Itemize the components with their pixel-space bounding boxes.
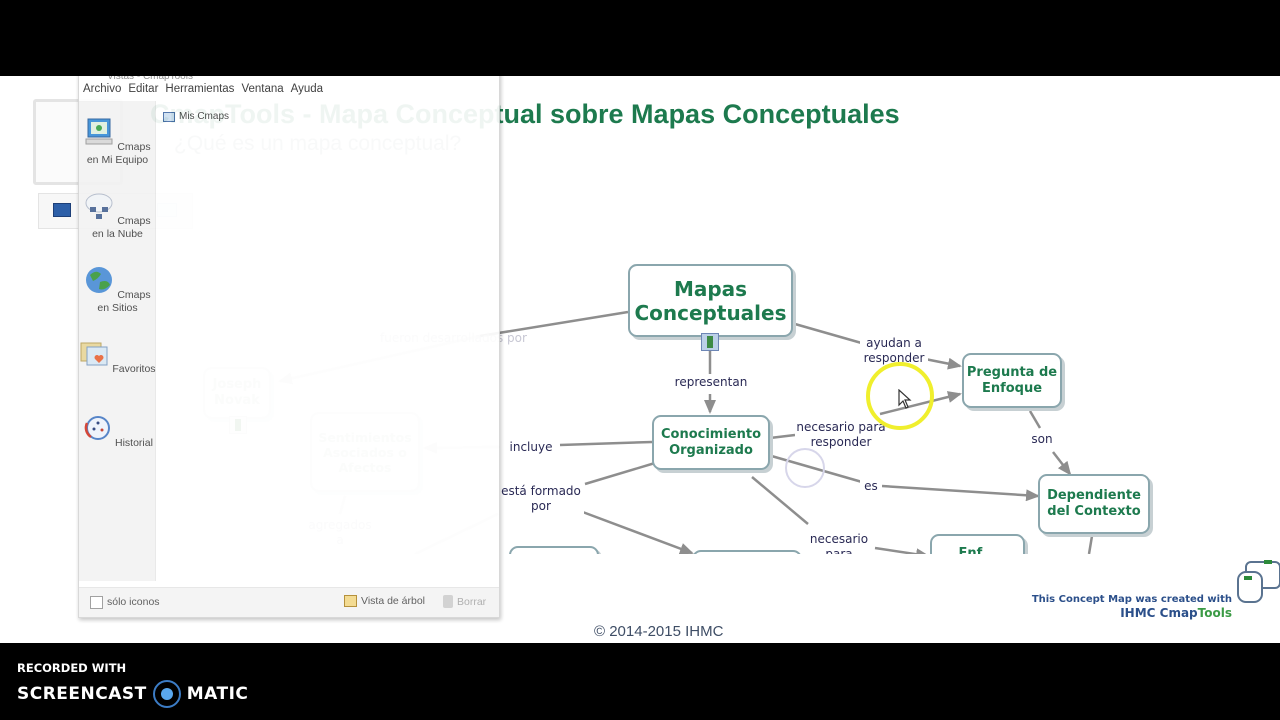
- delete-button[interactable]: Borrar: [443, 595, 486, 608]
- present-icon[interactable]: [53, 203, 71, 217]
- sidebar-item-nube[interactable]: Cmaps en la Nube: [79, 191, 156, 241]
- tree-view-label: Vista de árbol: [361, 595, 426, 607]
- screen-bottom-letterbox: [0, 643, 1280, 720]
- brand-screencast: SCREENCAST: [17, 684, 147, 704]
- tree-view-icon: [344, 595, 357, 607]
- menu-bar: Archivo Editar Herramientas Ventana Ayud…: [83, 83, 323, 95]
- computer-icon: [85, 118, 113, 145]
- cursor-highlight: [866, 362, 934, 430]
- video-resource-icon[interactable]: [701, 333, 719, 351]
- sidebar-label: Historial: [114, 437, 153, 449]
- cloud-icon: [85, 193, 113, 219]
- tree-item-label: Mis Cmaps: [179, 111, 230, 122]
- screen-top-letterbox: [0, 0, 1280, 76]
- credit-brand: IHMC Cmap: [1120, 606, 1198, 620]
- sidebar-label: Cmaps en Sitios: [97, 289, 151, 315]
- credit-brand-tools: Tools: [1197, 606, 1232, 620]
- sidebar-label: Favoritos: [112, 363, 156, 375]
- concept-partial-bottom-left[interactable]: [509, 546, 599, 554]
- concept-mapas-conceptuales[interactable]: Mapas Conceptuales: [628, 264, 793, 337]
- link-representan[interactable]: representan: [670, 375, 752, 390]
- cmaptools-credit[interactable]: This Concept Map was created with IHMC C…: [1032, 593, 1232, 622]
- link-necesario-para-responder[interactable]: necesario para responder: [795, 420, 887, 450]
- brand-matic: MATIC: [186, 684, 249, 704]
- sidebar-label: Cmaps en la Nube: [92, 215, 151, 241]
- sidebar-item-favoritos[interactable]: Favoritos: [79, 339, 156, 376]
- concept-enfoque-partial[interactable]: Enf...: [930, 534, 1025, 554]
- concept-conocimiento-organizado[interactable]: Conocimiento Organizado: [652, 415, 770, 470]
- recorded-with-label: RECORDED WITH: [17, 661, 127, 675]
- concept-partial-bottom-center[interactable]: [692, 550, 802, 554]
- solo-iconos-label[interactable]: sólo iconos: [107, 596, 160, 608]
- credit-line: This Concept Map was created with: [1031, 594, 1232, 605]
- sidebar-item-sitios[interactable]: Cmaps en Sitios: [79, 265, 156, 315]
- sidebar-item-historial[interactable]: Historial: [79, 413, 156, 450]
- window-title: Vistas - CmapTools: [107, 76, 193, 82]
- record-dot-icon: [152, 680, 181, 708]
- views-footer: sólo iconos Vista de árbol Borrar: [79, 587, 499, 617]
- menu-archivo[interactable]: Archivo: [83, 83, 122, 95]
- views-sidebar: Cmaps en Mi Equipo Cmaps en la Nube Cmap…: [79, 101, 156, 581]
- favorites-icon: [80, 342, 108, 366]
- concept-dependiente-del-contexto[interactable]: Dependiente del Contexto: [1038, 474, 1150, 534]
- link-incluye[interactable]: incluye: [505, 440, 557, 455]
- link-esta-formado-por[interactable]: está formado por: [498, 484, 584, 514]
- copyright: © 2014-2015 IHMC: [594, 623, 724, 640]
- folder-computer-icon: [163, 111, 175, 122]
- tree-item-mis-cmaps[interactable]: Mis Cmaps: [163, 111, 229, 122]
- link-es[interactable]: es: [860, 479, 882, 494]
- menu-ventana[interactable]: Ventana: [241, 83, 284, 95]
- cmaptools-logo-icon: [1237, 560, 1280, 603]
- sidebar-label: Cmaps en Mi Equipo: [86, 141, 151, 167]
- delete-label: Borrar: [457, 595, 487, 608]
- menu-ayuda[interactable]: Ayuda: [290, 83, 324, 95]
- menu-editar[interactable]: Editar: [128, 83, 159, 95]
- views-window[interactable]: Vistas - CmapTools Archivo Editar Herram…: [78, 76, 500, 618]
- mouse-pointer-icon: [898, 389, 912, 409]
- link-necesario-para[interactable]: necesario para: [806, 532, 872, 554]
- globe-icon: [86, 267, 113, 293]
- browser-content: CmapTools - Mapa Conceptual sobre Mapas …: [0, 76, 1280, 643]
- concept-pregunta-de-enfoque[interactable]: Pregunta de Enfoque: [962, 353, 1062, 408]
- history-icon: [84, 416, 111, 440]
- solo-iconos-checkbox[interactable]: [90, 596, 103, 609]
- tree-view-button[interactable]: Vista de árbol: [344, 595, 425, 607]
- trash-icon: [443, 595, 453, 608]
- menu-herramientas[interactable]: Herramientas: [165, 83, 235, 95]
- sidebar-item-mi-equipo[interactable]: Cmaps en Mi Equipo: [79, 117, 156, 167]
- link-ayudan-a-responder[interactable]: ayudan a responder: [860, 336, 928, 366]
- screencast-o-matic-logo: SCREENCAST MATIC: [17, 680, 248, 708]
- link-son[interactable]: son: [1028, 432, 1056, 447]
- click-indicator: [785, 448, 825, 488]
